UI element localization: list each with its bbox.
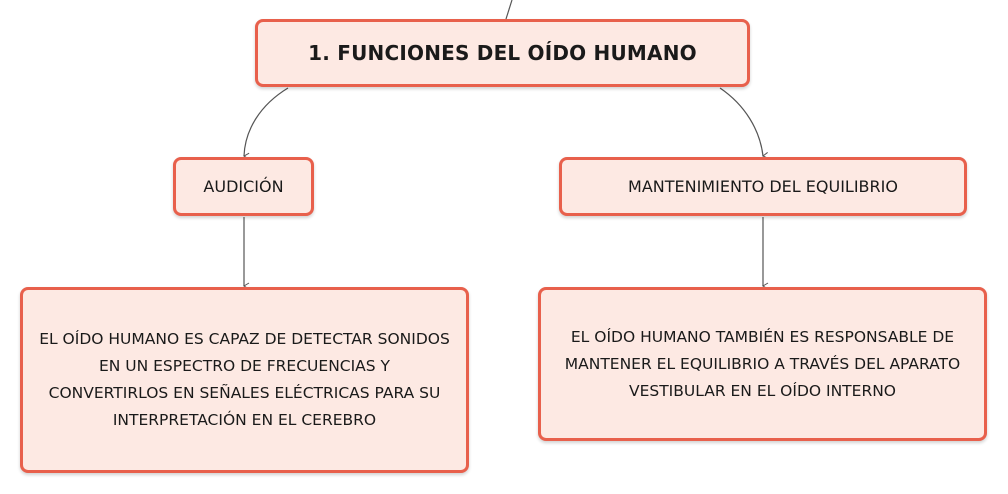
description-text: EL OÍDO HUMANO ES CAPAZ DE DETECTAR SONI… <box>39 330 450 429</box>
connector-root-to-audicion <box>243 87 289 160</box>
branch-node-equilibrio[interactable]: MANTENIMIENTO DEL EQUILIBRIO <box>559 157 967 216</box>
description-node-audicion[interactable]: EL OÍDO HUMANO ES CAPAZ DE DETECTAR SONI… <box>20 287 469 473</box>
connector-root-to-equilibrio <box>719 87 769 159</box>
root-node-label: 1. FUNCIONES DEL OÍDO HUMANO <box>308 41 697 65</box>
description-node-equilibrio[interactable]: EL OÍDO HUMANO TAMBIÉN ES RESPONSABLE DE… <box>538 287 987 441</box>
branch-node-label: AUDICIÓN <box>203 177 284 196</box>
branch-node-audicion[interactable]: AUDICIÓN <box>173 157 314 216</box>
description-text: EL OÍDO HUMANO TAMBIÉN ES RESPONSABLE DE… <box>564 327 961 400</box>
root-node[interactable]: 1. FUNCIONES DEL OÍDO HUMANO <box>255 19 750 87</box>
connector-parent-to-root <box>505 0 513 20</box>
branch-node-label: MANTENIMIENTO DEL EQUILIBRIO <box>628 177 898 196</box>
